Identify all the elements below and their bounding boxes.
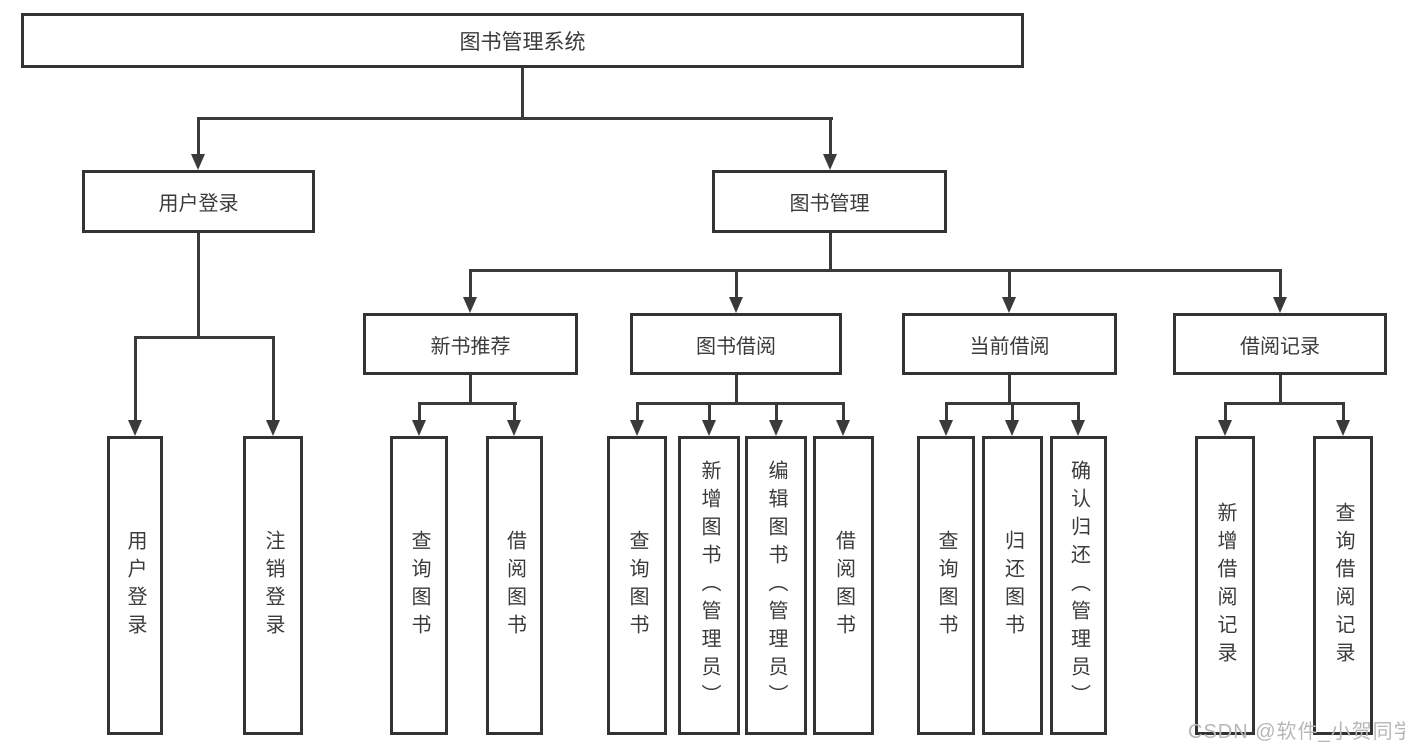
connector-branch bbox=[468, 268, 1282, 272]
leaf-query-books-borrow: 查询图书 bbox=[607, 436, 667, 735]
arrow-down-icon bbox=[191, 154, 205, 170]
arrow-down-icon bbox=[823, 154, 837, 170]
connector-drop bbox=[774, 403, 778, 420]
leaf-query-borrow-record: 查询借阅记录 bbox=[1313, 436, 1373, 735]
connector-drop bbox=[271, 337, 275, 420]
connector-stem bbox=[1278, 375, 1282, 403]
leaf-logout: 注销登录 bbox=[243, 436, 303, 735]
connector-drop bbox=[944, 403, 948, 420]
arrow-down-icon bbox=[836, 420, 850, 436]
leaf-borrow-books-recommend: 借阅图书 bbox=[486, 436, 543, 735]
arrow-down-icon bbox=[1002, 297, 1016, 313]
leaf-edit-books-admin: 编辑图书（管理员） bbox=[745, 436, 807, 735]
arrow-down-icon bbox=[463, 297, 477, 313]
connector-drop bbox=[635, 403, 639, 420]
connector-branch bbox=[1223, 401, 1345, 405]
arrow-down-icon bbox=[1273, 297, 1287, 313]
connector-drop bbox=[196, 118, 200, 154]
node-user-login: 用户登录 bbox=[82, 170, 315, 233]
node-book-management: 图书管理 bbox=[712, 170, 947, 233]
arrow-down-icon bbox=[128, 420, 142, 436]
leaf-add-borrow-record: 新增借阅记录 bbox=[1195, 436, 1255, 735]
connector-drop bbox=[1076, 403, 1080, 420]
leaf-confirm-return-admin: 确认归还（管理员） bbox=[1050, 436, 1107, 735]
connector-drop bbox=[841, 403, 845, 420]
arrow-down-icon bbox=[939, 420, 953, 436]
connector-root-branch bbox=[196, 116, 833, 120]
leaf-user-login: 用户登录 bbox=[107, 436, 163, 735]
node-book-borrow: 图书借阅 bbox=[630, 313, 842, 375]
arrow-down-icon bbox=[507, 420, 521, 436]
connector-stem bbox=[196, 233, 200, 337]
node-library-system: 图书管理系统 bbox=[21, 13, 1024, 68]
csdn-watermark: CSDN @软件_小贺同学 bbox=[1188, 721, 1405, 743]
connector-stem bbox=[828, 233, 832, 270]
connector-drop bbox=[1223, 403, 1227, 420]
connector-branch bbox=[417, 401, 517, 405]
connector-drop bbox=[512, 403, 516, 420]
connector-drop bbox=[1341, 403, 1345, 420]
node-new-book-recommend: 新书推荐 bbox=[363, 313, 578, 375]
arrow-down-icon bbox=[266, 420, 280, 436]
connector-drop bbox=[468, 270, 472, 297]
connector-drop bbox=[734, 270, 738, 297]
connector-drop bbox=[1007, 270, 1011, 297]
connector-branch bbox=[133, 335, 275, 339]
leaf-borrow-books: 借阅图书 bbox=[813, 436, 874, 735]
arrow-down-icon bbox=[1336, 420, 1350, 436]
connector-drop bbox=[417, 403, 421, 420]
connector-root-stem bbox=[520, 68, 524, 118]
connector-drop bbox=[707, 403, 711, 420]
arrow-down-icon bbox=[729, 297, 743, 313]
leaf-query-books-recommend: 查询图书 bbox=[390, 436, 448, 735]
node-borrow-records: 借阅记录 bbox=[1173, 313, 1387, 375]
connector-drop bbox=[828, 118, 832, 154]
connector-stem bbox=[734, 375, 738, 403]
connector-stem bbox=[1007, 375, 1011, 403]
leaf-return-books: 归还图书 bbox=[982, 436, 1043, 735]
connector-drop bbox=[1010, 403, 1014, 420]
connector-branch bbox=[635, 401, 845, 405]
arrow-down-icon bbox=[412, 420, 426, 436]
leaf-add-books-admin: 新增图书（管理员） bbox=[678, 436, 740, 735]
arrow-down-icon bbox=[630, 420, 644, 436]
node-current-borrow: 当前借阅 bbox=[902, 313, 1117, 375]
arrow-down-icon bbox=[702, 420, 716, 436]
arrow-down-icon bbox=[769, 420, 783, 436]
arrow-down-icon bbox=[1218, 420, 1232, 436]
connector-drop bbox=[133, 337, 137, 420]
connector-stem bbox=[468, 375, 472, 403]
leaf-query-books-current: 查询图书 bbox=[917, 436, 975, 735]
arrow-down-icon bbox=[1005, 420, 1019, 436]
connector-drop bbox=[1278, 270, 1282, 297]
arrow-down-icon bbox=[1071, 420, 1085, 436]
